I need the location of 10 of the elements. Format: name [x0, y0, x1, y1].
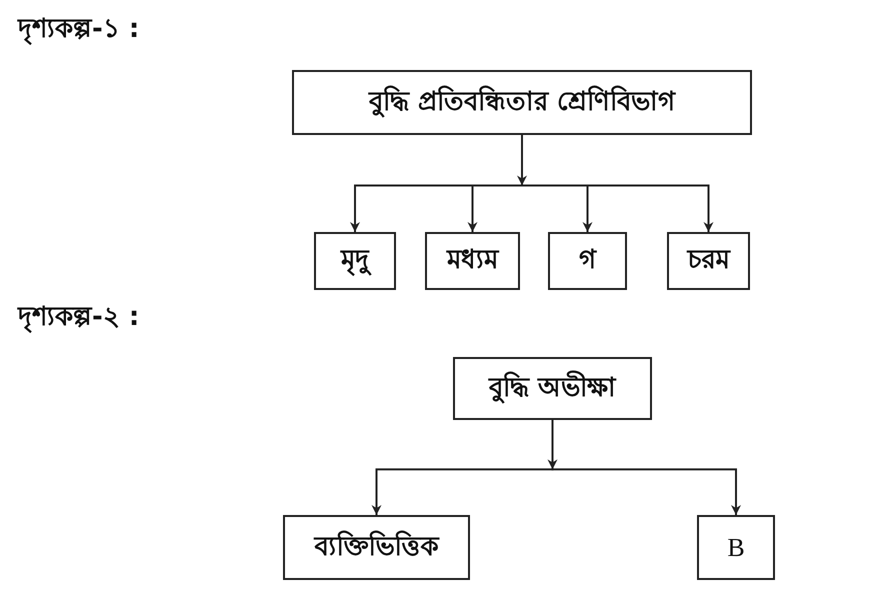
process-box: মধ্যম — [425, 232, 520, 290]
process-box: চরম — [667, 232, 750, 290]
process-box: ব্যক্তিভিত্তিক — [283, 515, 470, 580]
process-box: মৃদু — [314, 232, 396, 290]
process-box: গ — [548, 232, 627, 290]
process-box: B — [697, 515, 775, 580]
process-box: বুদ্ধি প্রতিবন্ধিতার শ্রেণিবিভাগ — [292, 70, 752, 135]
process-box: বুদ্ধি অভীক্ষা — [453, 357, 652, 420]
scenario-heading: দৃশ্যকল্প-২ : — [18, 301, 140, 335]
scenario-heading: দৃশ্যকল্প-১ : — [18, 13, 140, 47]
